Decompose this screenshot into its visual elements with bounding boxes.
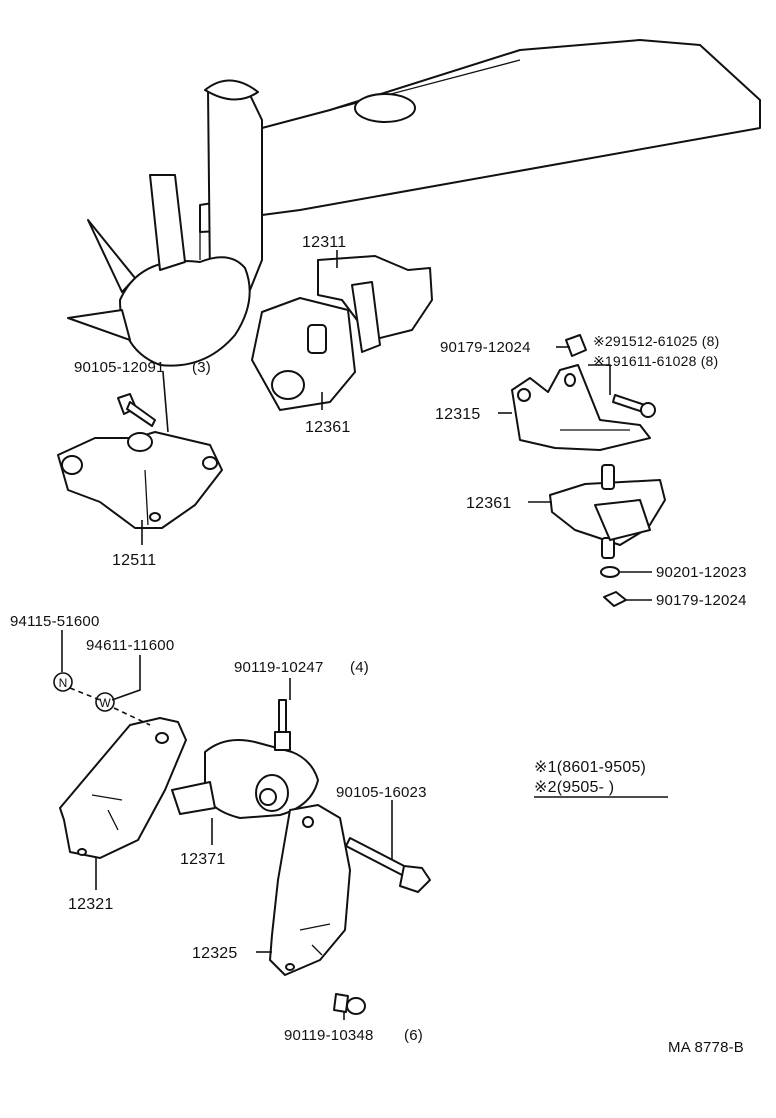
svg-text:W: W	[99, 696, 111, 710]
label-12325: 12325	[192, 945, 238, 962]
label-90201: 90201-12023	[656, 564, 747, 581]
svg-text:N: N	[59, 676, 68, 690]
mount-12361-right	[549, 464, 666, 559]
bracket-12325	[269, 804, 351, 976]
label-94611: 94611-11600	[86, 637, 174, 654]
insulator-12371	[171, 739, 319, 819]
label-90105-12091: 90105-12091	[74, 359, 165, 376]
label-94115: 94115-51600	[10, 613, 100, 630]
washer-90201	[600, 566, 620, 578]
label-90105-12091-qty: (3)	[192, 359, 211, 376]
footnote-1: ※1(8601-9505)	[534, 759, 646, 776]
label-12315: 12315	[435, 406, 481, 423]
label-90179-right: 90179-12024	[656, 592, 747, 609]
symbol-n: N	[53, 672, 73, 692]
label-12321: 12321	[68, 896, 114, 913]
footnote-2: ※2(9505- )	[534, 779, 614, 796]
label-12511: 12511	[112, 552, 156, 569]
bolt-90119-10247	[274, 699, 291, 751]
label-90119-10348-qty: (6)	[404, 1027, 423, 1044]
reference-code: MA 8778-B	[668, 1039, 744, 1056]
label-90179-top: 90179-12024	[440, 339, 531, 356]
bracket-12315	[511, 364, 651, 451]
bolt-90119-10348	[333, 993, 366, 1015]
label-90105-16023: 90105-16023	[336, 784, 427, 801]
label-90119-10247: 90119-10247	[234, 659, 324, 676]
nut-90179-right	[603, 591, 627, 607]
label-note-291512: ※291512-61025 (8)	[593, 333, 719, 349]
mount-12361-top	[251, 255, 433, 411]
label-90119-10348: 90119-10348	[284, 1027, 374, 1044]
bracket-12511	[57, 431, 223, 529]
label-12361-right: 12361	[466, 495, 512, 512]
bolt-90105-12091	[117, 393, 156, 427]
leader-lines	[61, 250, 652, 1020]
engine-outline	[199, 39, 761, 291]
symbol-w: W	[95, 692, 115, 712]
label-90119-10247-qty: (4)	[350, 659, 369, 676]
label-note-191611: ※191611-61028 (8)	[593, 353, 718, 369]
label-12311: 12311	[302, 234, 346, 251]
nut-90179-top	[565, 334, 587, 357]
bolt-90105-16023	[345, 837, 431, 893]
bracket-12321	[59, 717, 187, 859]
label-12361-top: 12361	[305, 419, 351, 436]
label-12371: 12371	[180, 851, 226, 868]
bolt-91611	[612, 394, 656, 418]
fan-outline	[67, 174, 251, 367]
